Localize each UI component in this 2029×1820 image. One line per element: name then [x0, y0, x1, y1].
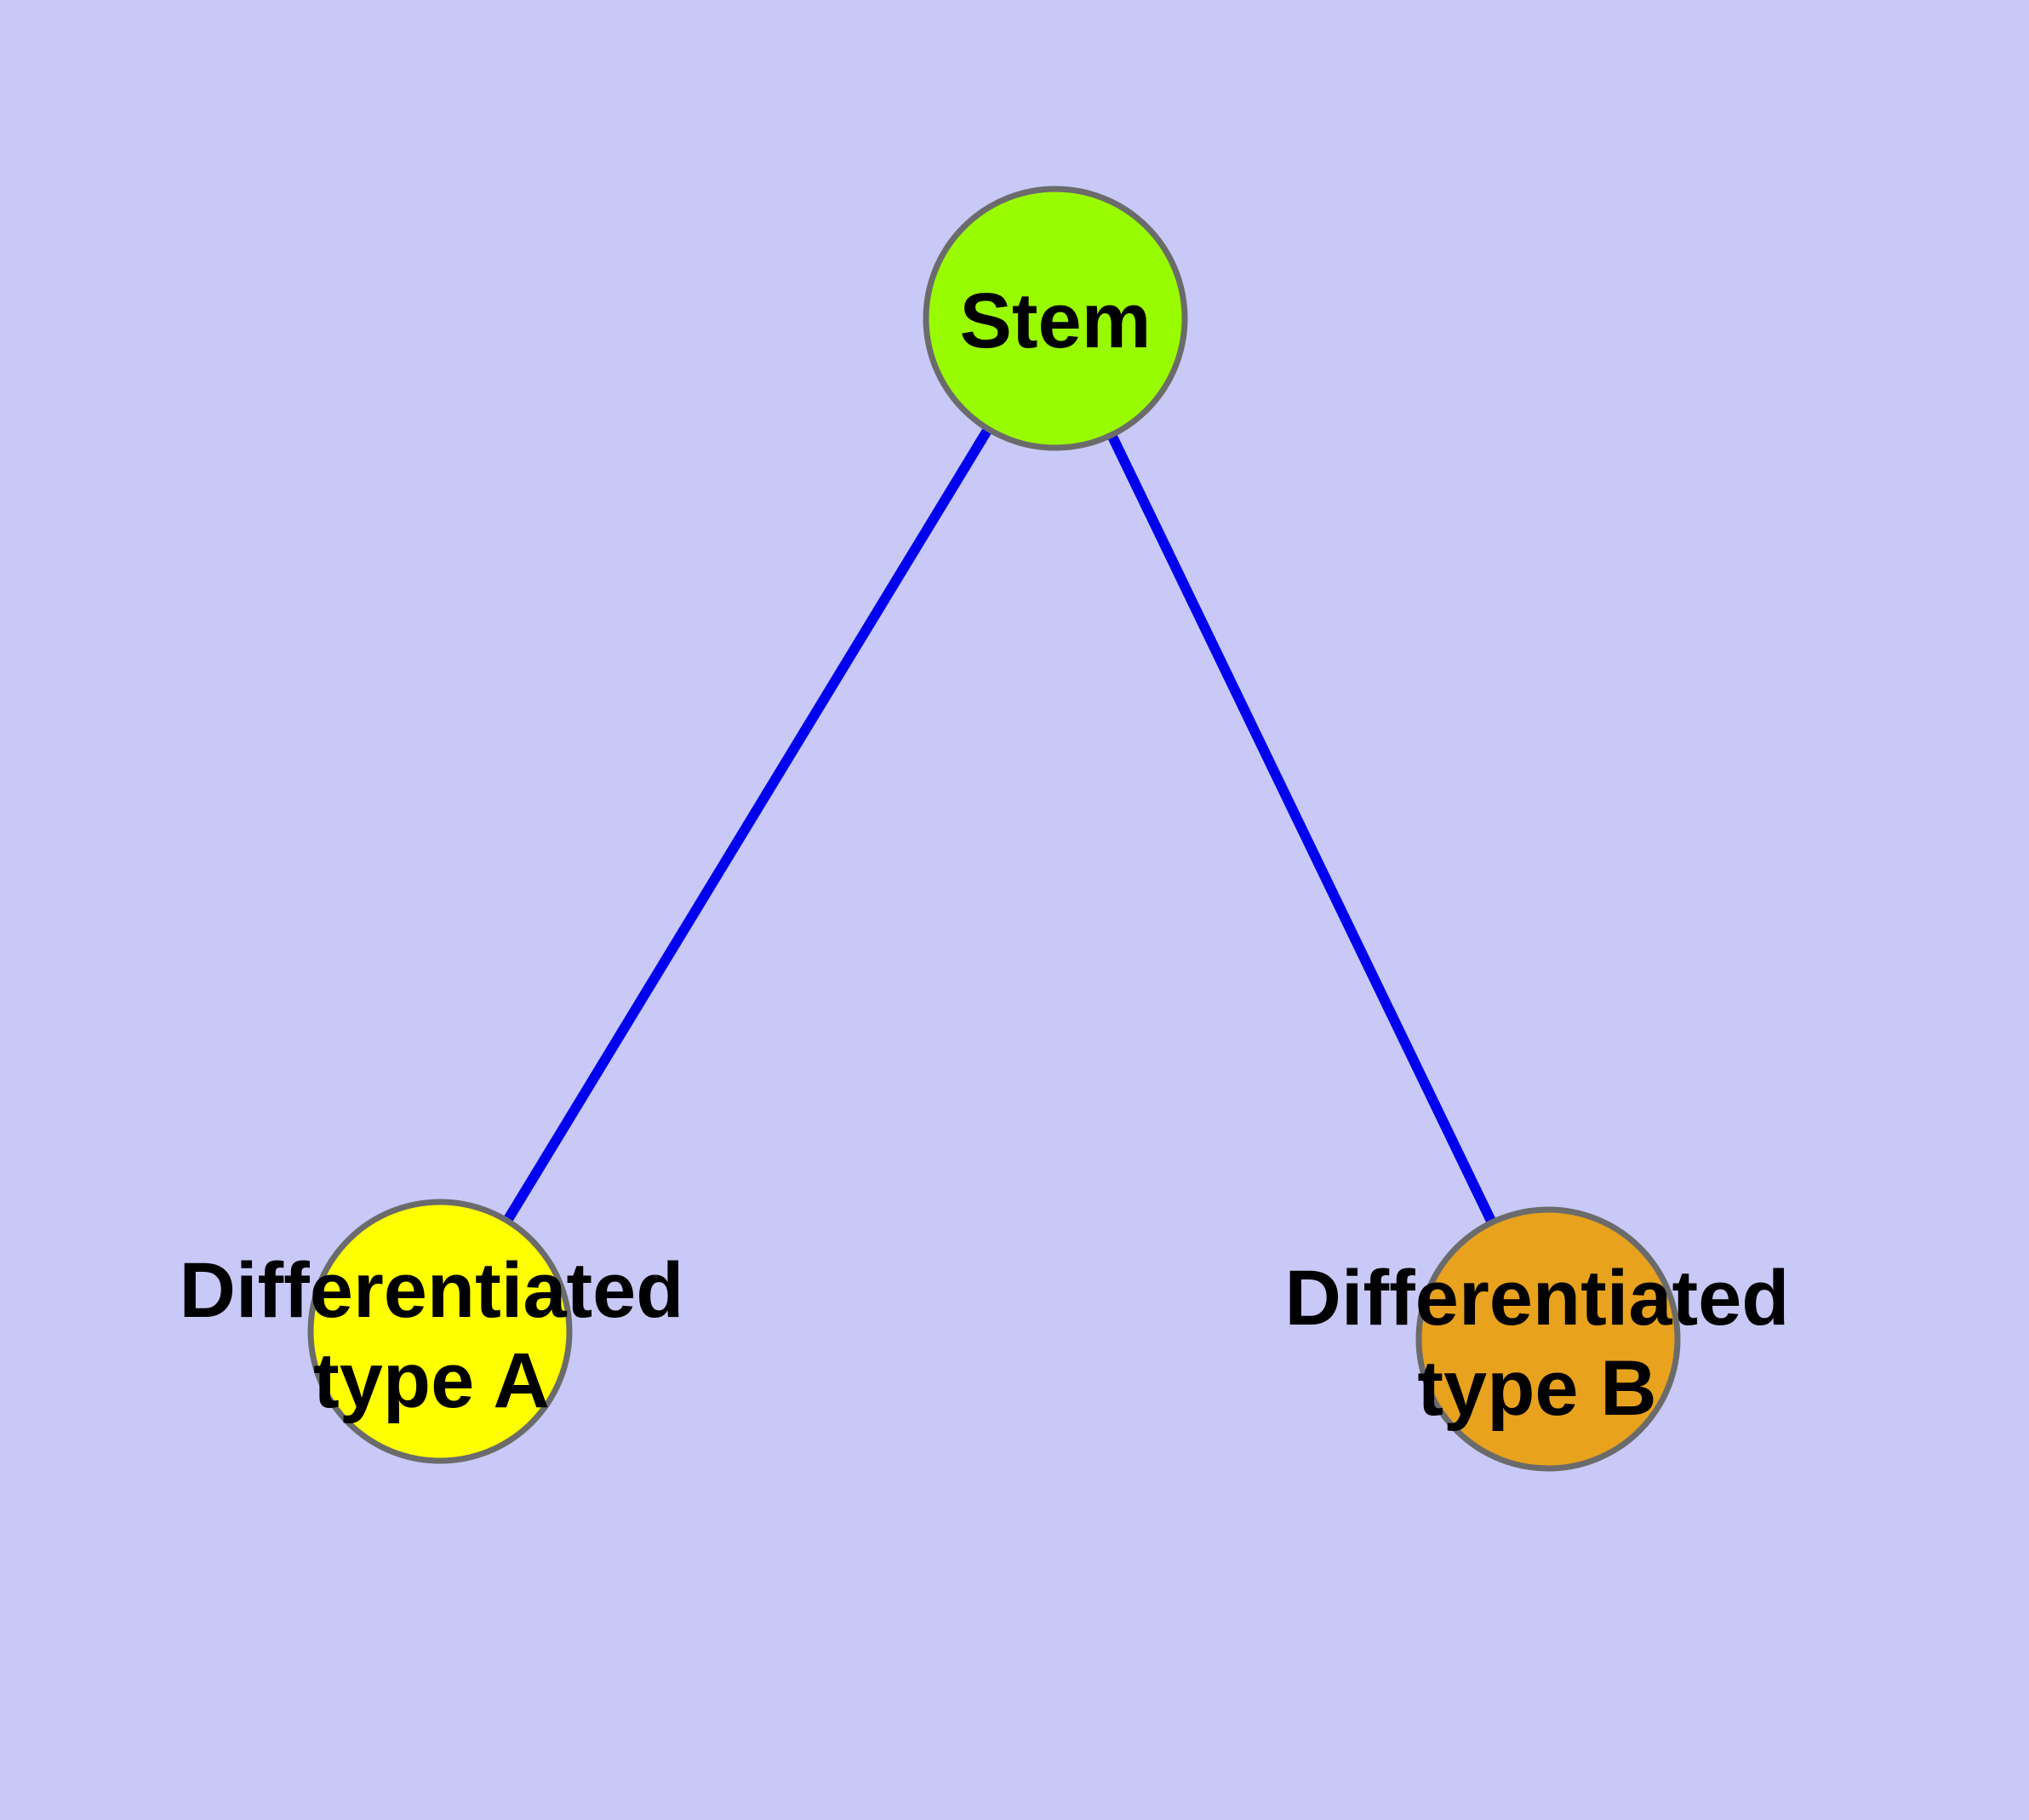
- node-stem: Stem: [923, 186, 1188, 451]
- edge-stem-to-type-a: [435, 315, 1060, 1335]
- node-type-a-label-line1: Differentiated: [180, 1247, 684, 1334]
- node-differentiated-type-a: Differentiated type A: [180, 1199, 684, 1464]
- node-differentiated-type-b: Differentiated type B: [1285, 1206, 1790, 1472]
- node-type-b-circle: [1415, 1206, 1681, 1472]
- node-type-a-circle: [307, 1199, 573, 1464]
- node-stem-circle: [923, 186, 1188, 451]
- node-stem-label: Stem: [960, 278, 1152, 364]
- edge-stem-to-type-b: [1050, 316, 1553, 1342]
- node-type-b-label-line1: Differentiated: [1285, 1255, 1790, 1342]
- node-type-b-label-line2: type B: [1417, 1345, 1656, 1432]
- node-type-a-label-line2: type A: [313, 1337, 550, 1424]
